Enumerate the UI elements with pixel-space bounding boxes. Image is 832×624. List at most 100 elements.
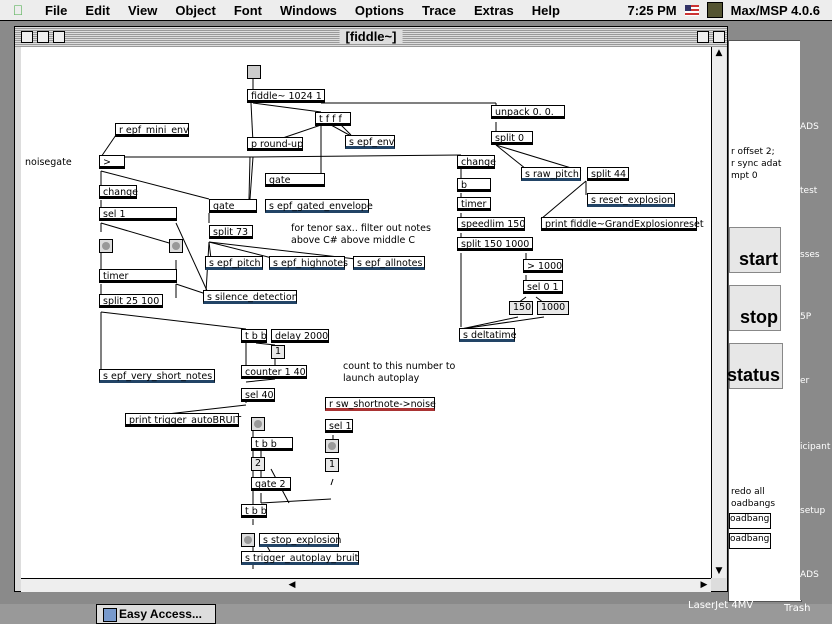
menu-extras[interactable]: Extras (474, 2, 514, 18)
right-label: test (800, 186, 818, 196)
printer-label[interactable]: LaserJet 4MV (688, 600, 754, 611)
menu-object[interactable]: Object (175, 2, 216, 18)
trigger-bb-object-2[interactable]: t b b (251, 437, 293, 451)
menu-trace[interactable]: Trace (422, 2, 457, 18)
send-stop-explosion-object[interactable]: s stop_explosion (259, 533, 341, 547)
scroll-left-icon[interactable]: ◀ (288, 580, 296, 590)
bang-button-1[interactable] (99, 239, 113, 253)
greater-than-object[interactable]: > (99, 155, 125, 169)
app-icon[interactable] (706, 2, 723, 18)
timer-object-2[interactable]: timer (457, 197, 491, 211)
select-40-object[interactable]: sel 40 (241, 388, 275, 402)
send-pitch-object[interactable]: s epf_pitch (205, 256, 263, 270)
trigger-bb-object-1[interactable]: t b b (241, 329, 267, 343)
send-gated-envelope-object[interactable]: s epf_gated_envelope (265, 199, 373, 213)
delay-object[interactable]: delay 2000 (271, 329, 329, 343)
send-highnotes-object[interactable]: s epf_highnotes (269, 256, 348, 270)
close-box-icon[interactable] (21, 31, 33, 43)
windowshade-box-icon[interactable] (713, 31, 725, 43)
start-button[interactable]: start (729, 227, 781, 273)
collapse-box-icon[interactable] (53, 31, 65, 43)
bg-text-1: r offset 2; (731, 147, 775, 157)
trash-label[interactable]: Trash (784, 603, 811, 614)
menu-edit[interactable]: Edit (85, 2, 110, 18)
easy-access-tab[interactable]: Easy Access... (96, 604, 216, 624)
menu-file[interactable]: File (45, 2, 68, 18)
send-reset-explosion-object[interactable]: s reset_explosion (587, 193, 675, 207)
status-button[interactable]: status (727, 343, 783, 389)
split-0-object[interactable]: split 0 (491, 131, 533, 145)
round-up-object[interactable]: p round-up (247, 137, 303, 151)
message-1[interactable]: 1 (271, 345, 285, 359)
count-comment-2: launch autoplay (343, 373, 420, 384)
bg-text-3: mpt 0 (731, 171, 758, 181)
split-73-object[interactable]: split 73 (209, 225, 253, 239)
adc-inlet-icon[interactable] (247, 65, 261, 79)
unpack-object[interactable]: unpack 0. 0. (491, 105, 565, 119)
gate-object-1[interactable]: gate (209, 199, 257, 213)
send-deltatime-object[interactable]: s deltatime (459, 328, 517, 342)
app-name[interactable]: Max/MSP 4.0.6 (730, 2, 820, 18)
redo-text-1: redo all (731, 487, 765, 497)
print-fiddle-object[interactable]: print fiddle~GrandExplosionreset (541, 217, 704, 231)
noisegate-comment: noisegate (25, 157, 72, 168)
receive-sw-shortnote-object[interactable]: r sw_shortnote->noise (325, 397, 436, 411)
send-very-short-notes-object[interactable]: s epf_very_short_notes (99, 369, 215, 383)
send-silence-detection-object[interactable]: s silence_detection (203, 290, 298, 304)
menu-view[interactable]: View (127, 2, 158, 18)
counter-object[interactable]: counter 1 40 (241, 365, 307, 379)
fiddle-object[interactable]: fiddle~ 1024 1 (247, 89, 325, 103)
window-title: [fiddle~] (339, 29, 403, 44)
trigger-fff-object[interactable]: t f f f (315, 112, 351, 126)
redo-text-2: oadbangs (731, 499, 776, 509)
select-0-1-object[interactable]: sel 0 1 (523, 280, 563, 294)
split-44-object[interactable]: split 44 (587, 167, 629, 181)
stop-button[interactable]: stop (729, 285, 781, 331)
grow-box-icon[interactable] (697, 31, 709, 43)
change-object-1[interactable]: change (99, 185, 138, 199)
greater-than-1000-object[interactable]: > 1000 (523, 259, 563, 273)
bang-button-2[interactable] (169, 239, 183, 253)
right-label: ADS (800, 122, 819, 132)
gate-object-2[interactable]: gate (265, 173, 325, 187)
receive-mini-env-object[interactable]: r epf_mini_env (115, 123, 189, 137)
loadbang-1[interactable]: oadbang (729, 513, 771, 529)
scroll-up-icon[interactable]: ▲ (715, 48, 723, 58)
horizontal-scrollbar[interactable]: ◀ ▶ (21, 578, 711, 592)
send-allnotes-object[interactable]: s epf_allnotes (353, 256, 425, 270)
message-1b[interactable]: 1 (325, 458, 339, 472)
patcher-canvas[interactable]: fiddle~ 1024 1 t f f f unpack 0. 0. r ep… (21, 47, 711, 578)
print-trigger-object[interactable]: print trigger_autoBRUIT (125, 413, 241, 427)
trigger-bb-object-3[interactable]: t b b (241, 504, 267, 518)
title-bar[interactable]: [fiddle~] (15, 27, 727, 47)
loadbang-2[interactable]: oadbang (729, 533, 771, 549)
zoom-box-icon[interactable] (37, 31, 49, 43)
bang-button-3[interactable] (251, 417, 265, 431)
bang-button-5[interactable] (241, 533, 255, 547)
split-150-1000-object[interactable]: split 150 1000 (457, 237, 533, 251)
send-env-object[interactable]: s epf_env (345, 135, 395, 149)
menu-font[interactable]: Font (233, 2, 262, 18)
select-1-object-2[interactable]: sel 1 (325, 419, 353, 433)
change-object-2[interactable]: change (457, 155, 496, 169)
select-1-object[interactable]: sel 1 (99, 207, 177, 221)
message-150[interactable]: 150 (509, 301, 533, 315)
menu-help[interactable]: Help (531, 2, 560, 18)
message-2[interactable]: 2 (251, 457, 265, 471)
timer-object-1[interactable]: timer (99, 269, 177, 283)
bang-b-object[interactable]: b (457, 178, 491, 192)
message-1000[interactable]: 1000 (537, 301, 569, 315)
menu-options[interactable]: Options (354, 2, 405, 18)
gate-2-object[interactable]: gate 2 (251, 477, 291, 491)
send-trigger-autoplay-object[interactable]: s trigger_autoplay_bruit (241, 551, 359, 565)
send-raw-pitch-object[interactable]: s raw_pitch (521, 167, 581, 181)
speedlim-object[interactable]: speedlim 150 (457, 217, 525, 231)
split-25-100-object[interactable]: split 25 100 (99, 294, 163, 308)
apple-menu-icon[interactable]:  (0, 2, 36, 18)
scroll-down-icon[interactable]: ▼ (715, 566, 723, 576)
scroll-right-icon[interactable]: ▶ (700, 580, 708, 590)
us-flag-icon[interactable] (684, 4, 699, 16)
vertical-scrollbar[interactable]: ▲ ▼ (711, 47, 726, 578)
menu-windows[interactable]: Windows (279, 2, 337, 18)
bang-button-4[interactable] (325, 439, 339, 453)
